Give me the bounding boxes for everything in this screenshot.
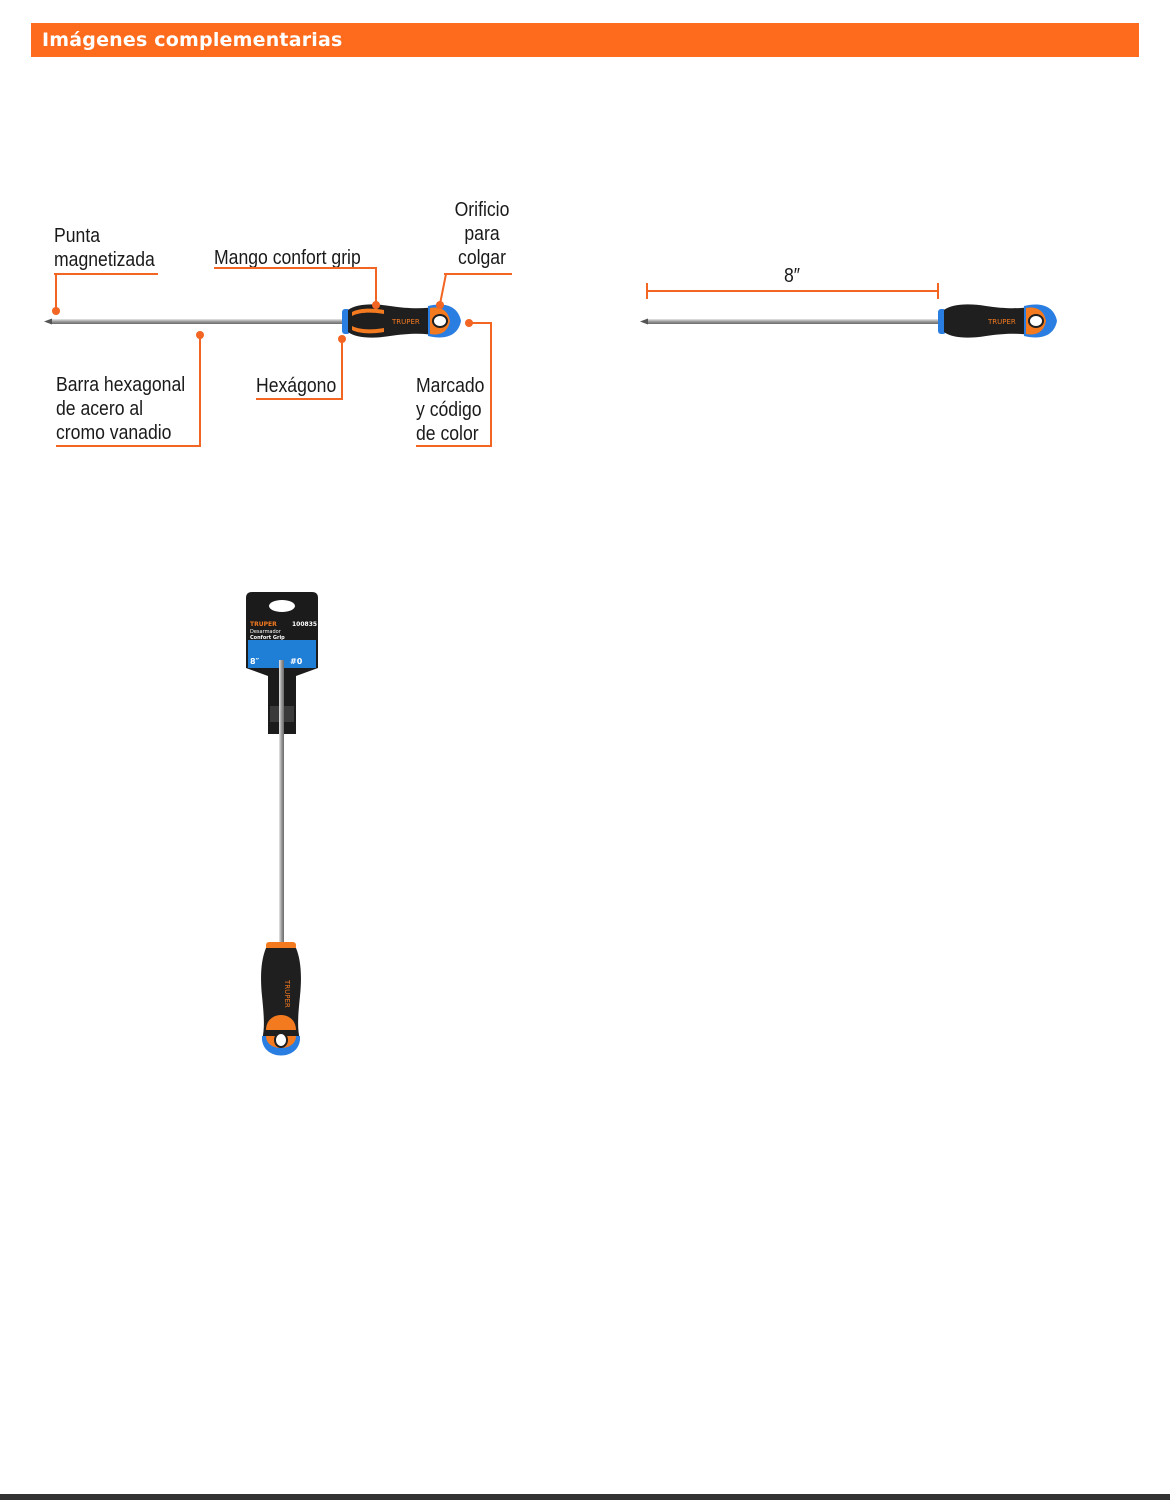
callout-lines (54, 267, 512, 447)
dimension-line (646, 283, 939, 299)
card-line2: Confort Grip (250, 635, 285, 641)
tip (44, 318, 52, 325)
hanging-hole (432, 314, 448, 328)
shaft (50, 319, 346, 324)
label-marking: Marcado y código de color (416, 375, 485, 445)
card-brand: TRUPER (250, 621, 277, 628)
section-header: Imágenes complementarias (31, 23, 1139, 57)
label-hex: Hexágono (256, 375, 337, 397)
footer-bar (0, 1494, 1170, 1500)
callout-dots (52, 301, 473, 343)
card-code: 100835 (292, 621, 317, 628)
vertical-handle (261, 948, 301, 1040)
packaged-screwdriver: TRUPER 100835 Desarmador Confort Grip 8″… (246, 592, 318, 1056)
card-line1: Desarmador (250, 629, 282, 635)
section-title: Imágenes complementarias (42, 29, 343, 51)
card-size: 8″ (250, 657, 260, 666)
dimension-screwdriver: TRUPER (640, 283, 1057, 338)
vertical-shaft (279, 660, 284, 946)
label-tip: Punta magnetizada (54, 225, 155, 271)
dimension-label: 8″ (783, 265, 801, 287)
handle-brand-3: TRUPER (283, 979, 291, 1008)
handle-brand: TRUPER (391, 318, 420, 326)
label-hole: Orificio para colgar (454, 199, 510, 269)
handle-brand-2: TRUPER (987, 318, 1016, 326)
annotated-screwdriver: TRUPER (44, 267, 512, 447)
hang-slot (269, 600, 295, 612)
label-grip: Mango confort grip (214, 247, 361, 269)
label-bar: Barra hexagonal de acero al cromo vanadi… (56, 374, 186, 444)
card-tip: #0 (290, 657, 303, 666)
